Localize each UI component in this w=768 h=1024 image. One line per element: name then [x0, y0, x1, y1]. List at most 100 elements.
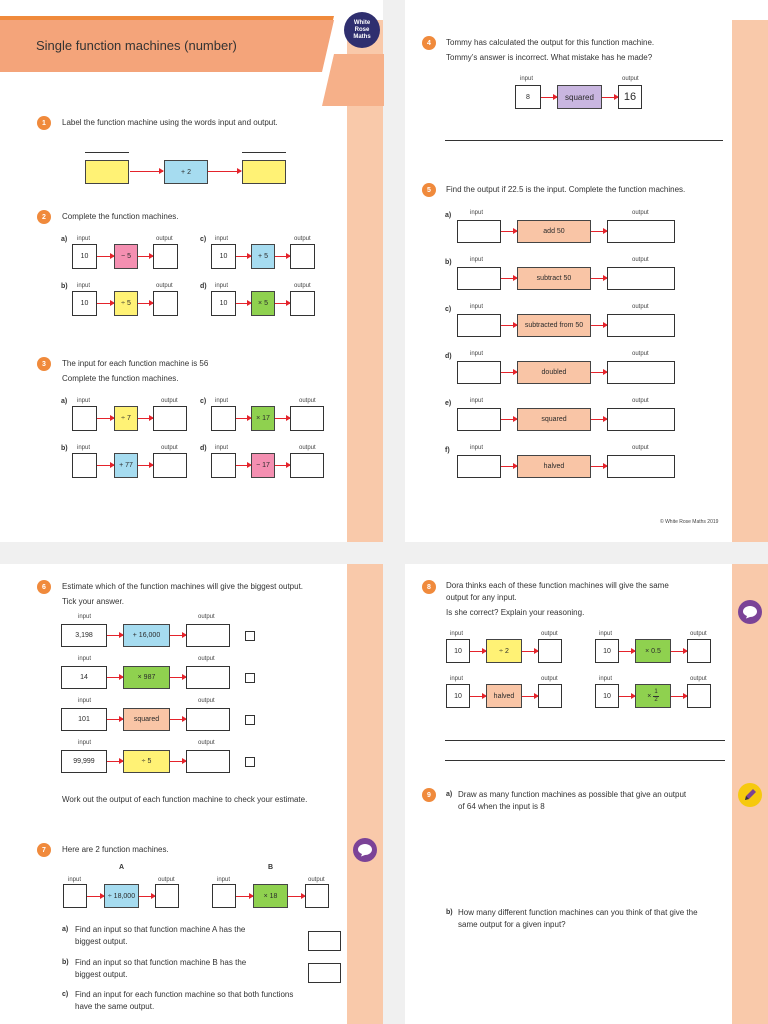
- q2d-output-box[interactable]: [290, 291, 315, 316]
- q3a-letter: a): [61, 398, 68, 405]
- q8-m1-output-box[interactable]: [538, 639, 562, 663]
- q5-input-box[interactable]: [457, 455, 501, 478]
- output-label: output: [541, 631, 558, 637]
- q3c-input-box[interactable]: [211, 406, 236, 431]
- q5-input-box[interactable]: [457, 267, 501, 290]
- q3b-input-box[interactable]: [72, 453, 97, 478]
- q5-operation: subtracted from 50: [517, 314, 591, 337]
- arrow: [138, 462, 154, 468]
- input-label: input: [215, 236, 229, 242]
- q8-answer-line-1[interactable]: [445, 740, 725, 741]
- output-label: output: [156, 283, 173, 289]
- output-label: output: [198, 698, 215, 704]
- q2c-letter: c): [200, 236, 207, 243]
- q6-tick-box[interactable]: [245, 757, 255, 767]
- arrow: [671, 648, 688, 654]
- output-label: output: [632, 398, 649, 404]
- output-label: output: [161, 398, 178, 404]
- q6-tick-box[interactable]: [245, 631, 255, 641]
- q5-operation: halved: [517, 455, 591, 478]
- q6-tick-box[interactable]: [245, 715, 255, 725]
- output-label: output: [294, 236, 311, 242]
- q3a-input-box[interactable]: [72, 406, 97, 431]
- q9b-line-1: How many different function machines can…: [458, 908, 698, 917]
- arrow: [275, 300, 291, 306]
- q3c-output-box[interactable]: [290, 406, 324, 431]
- q1-label-line-right[interactable]: [242, 152, 286, 153]
- logo-word-1: White: [353, 19, 371, 26]
- q6-operation: × 987: [123, 666, 170, 689]
- q5-output-box[interactable]: [607, 314, 675, 337]
- q5-output-box[interactable]: [607, 455, 675, 478]
- arrow: [501, 228, 518, 234]
- q5-input-box[interactable]: [457, 314, 501, 337]
- q7a-answer-box[interactable]: [308, 931, 341, 951]
- q7a-output-box[interactable]: [155, 884, 179, 908]
- q5-input-box[interactable]: [457, 408, 501, 431]
- q7b-input-box[interactable]: [212, 884, 236, 908]
- q2c-input: 10: [211, 244, 236, 269]
- q7b-line-2: biggest output.: [75, 970, 128, 979]
- arrow: [275, 415, 291, 421]
- q6-output-box[interactable]: [186, 750, 230, 773]
- q5-output-box[interactable]: [607, 267, 675, 290]
- q3a-output-box[interactable]: [153, 406, 187, 431]
- output-label: output: [632, 210, 649, 216]
- q7c-letter: c): [62, 991, 69, 998]
- arrow: [170, 716, 187, 722]
- arrow: [591, 463, 608, 469]
- arrow: [541, 94, 558, 100]
- q7b-answer-box[interactable]: [308, 963, 341, 983]
- q8-m3-output-box[interactable]: [538, 684, 562, 708]
- q8-answer-line-2[interactable]: [445, 760, 725, 761]
- q2-text: Complete the function machines.: [62, 212, 179, 221]
- q5-input-box[interactable]: [457, 361, 501, 384]
- arrow: [501, 463, 518, 469]
- q5-text: Find the output if 22.5 is the input. Co…: [446, 185, 686, 194]
- q5-row-letter: c): [445, 306, 452, 313]
- input-label: input: [215, 445, 229, 451]
- arrow: [236, 893, 254, 899]
- q6-tick-box[interactable]: [245, 673, 255, 683]
- input-label: input: [217, 877, 231, 883]
- q6-output-box[interactable]: [186, 666, 230, 689]
- q2b-output-box[interactable]: [153, 291, 178, 316]
- question-number-5: 5: [422, 183, 436, 197]
- q2a-letter: a): [61, 236, 68, 243]
- q1-input-box[interactable]: [85, 160, 129, 184]
- q1-label-line-left[interactable]: [85, 152, 129, 153]
- arrow: [236, 253, 252, 259]
- q5-output-box[interactable]: [607, 361, 675, 384]
- q7b-letter: b): [62, 959, 69, 966]
- q7a-line-1: Find an input so that function machine A…: [75, 925, 246, 934]
- logo-word-3: Maths: [353, 33, 371, 40]
- side-band-top-right: [732, 20, 768, 542]
- q5-input-box[interactable]: [457, 220, 501, 243]
- input-label: input: [470, 398, 484, 404]
- question-number-4: 4: [422, 36, 436, 50]
- question-number-1: 1: [37, 116, 51, 130]
- q7b-output-box[interactable]: [305, 884, 329, 908]
- q1-output-box[interactable]: [242, 160, 286, 184]
- q2a-output-box[interactable]: [153, 244, 178, 269]
- output-label: output: [622, 76, 639, 82]
- q2c-output-box[interactable]: [290, 244, 315, 269]
- q4-answer-line[interactable]: [445, 140, 723, 141]
- q7a-input-box[interactable]: [63, 884, 87, 908]
- side-band-top-left: [347, 20, 383, 542]
- q3b-output-box[interactable]: [153, 453, 187, 478]
- q3d-input-box[interactable]: [211, 453, 236, 478]
- input-label: input: [78, 740, 92, 746]
- q6-output-box[interactable]: [186, 624, 230, 647]
- q8-m2-output-box[interactable]: [687, 639, 711, 663]
- multiply-sign: ×: [647, 692, 652, 700]
- q8-m4-output-box[interactable]: [687, 684, 711, 708]
- q5-output-box[interactable]: [607, 220, 675, 243]
- q3d-output-box[interactable]: [290, 453, 324, 478]
- arrow: [591, 322, 608, 328]
- arrow: [236, 415, 252, 421]
- q5-output-box[interactable]: [607, 408, 675, 431]
- q6-output-box[interactable]: [186, 708, 230, 731]
- arrow: [501, 322, 518, 328]
- side-band-bottom-left: [347, 564, 383, 1024]
